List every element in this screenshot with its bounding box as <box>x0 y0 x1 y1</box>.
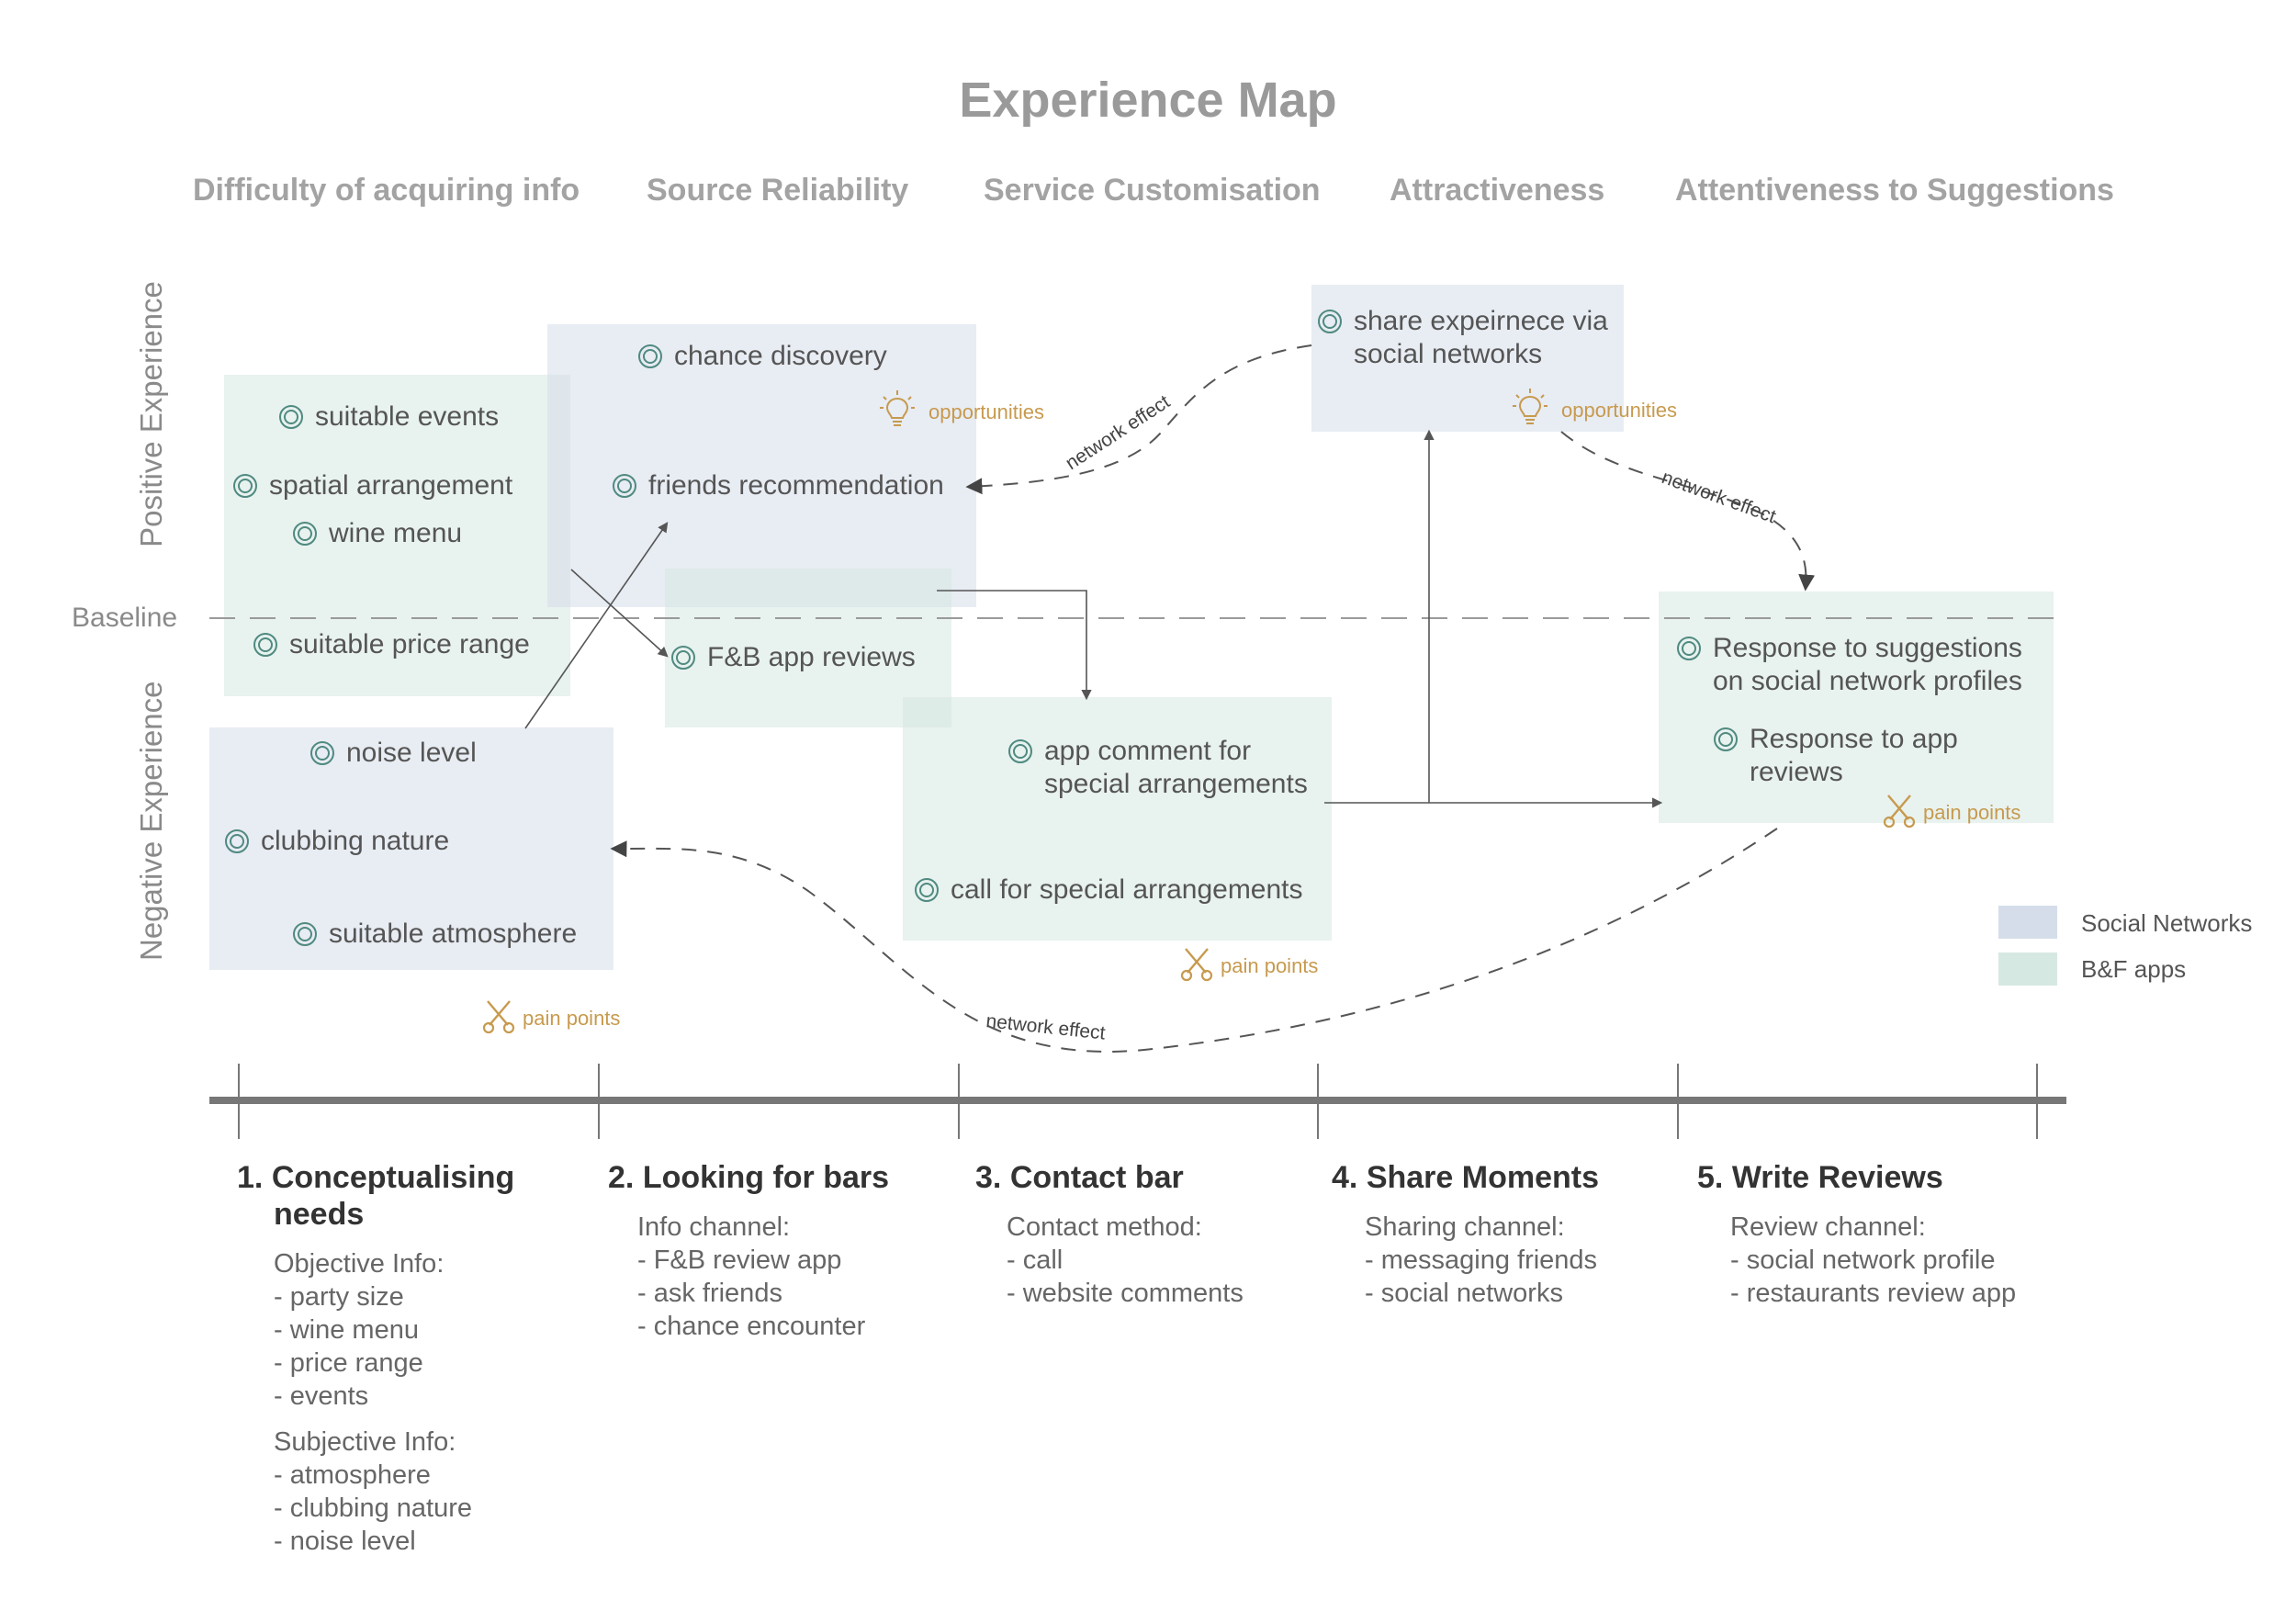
dimension-service-customisation: Service Customisation <box>984 173 1321 208</box>
legend-label-bf: B&F apps <box>2081 955 2187 983</box>
item-response-social: Response to suggestions on social networ… <box>1676 632 2022 698</box>
pain-points-note-2: pain points <box>1180 948 1318 982</box>
lightbulb-icon <box>1513 389 1548 424</box>
legend-label-social: Social Networks <box>2081 909 2253 937</box>
network-effect-curve-review-to-negative <box>610 828 1778 1053</box>
stage-4-body: Sharing channel: - messaging friends - s… <box>1365 1212 1598 1308</box>
dimension-attentiveness: Attentiveness to Suggestions <box>1675 173 2114 208</box>
item-noise-level: noise level <box>310 737 477 770</box>
stage-5-title: 5. Write Reviews <box>1697 1160 1943 1195</box>
box-conceptualising-positive <box>224 375 570 696</box>
target-icon <box>1677 637 1701 660</box>
target-icon <box>1318 310 1342 333</box>
item-friends-recommendation: friends recommendation <box>612 469 944 502</box>
legend-swatch-social <box>1998 906 2057 939</box>
item-chance-discovery: chance discovery <box>637 340 887 373</box>
stage-4: 4. Share Moments Sharing channel: - mess… <box>1332 1159 1599 1310</box>
stage-2: 2. Looking for bars Info channel: - F&B … <box>608 1159 889 1343</box>
target-icon <box>1714 727 1738 751</box>
stage-2-title: 2. Looking for bars <box>608 1160 890 1195</box>
lightbulb-icon <box>880 390 915 426</box>
box-source-social <box>547 324 976 607</box>
dimension-difficulty: Difficulty of acquiring info <box>193 173 580 208</box>
stage-3: 3. Contact bar Contact method: - call - … <box>975 1159 1244 1310</box>
target-icon <box>293 522 317 546</box>
dimension-source-reliability: Source Reliability <box>647 173 909 208</box>
scissors-icon <box>1180 948 1213 982</box>
pain-points-note-1: pain points <box>482 1000 620 1034</box>
item-share-experience: share expeirnece via social networks <box>1317 305 1608 371</box>
item-app-comment: app comment for special arrangements <box>1007 735 1308 801</box>
item-fb-app-reviews: F&B app reviews <box>670 641 916 674</box>
item-suitable-events: suitable events <box>278 400 499 434</box>
scissors-icon <box>1883 795 1916 828</box>
target-icon <box>225 829 249 853</box>
stage-5: 5. Write Reviews Review channel: - socia… <box>1697 1159 2016 1310</box>
stage-1-title: 1. Conceptualising needs <box>237 1160 515 1232</box>
arrow-source-to-contact <box>937 590 1092 701</box>
arrow-noise-to-friends <box>524 522 669 729</box>
item-call-special-arrangements: call for special arrangements <box>914 873 1303 907</box>
opportunities-note-1: opportunities <box>879 390 1044 428</box>
item-spatial-arrangement: spatial arrangement <box>232 469 512 502</box>
target-icon <box>253 633 277 657</box>
stage-2-body: Info channel: - F&B review app - ask fri… <box>637 1212 866 1341</box>
item-response-app: Response to app reviews <box>1713 723 1958 789</box>
baseline-label: Baseline <box>72 603 178 633</box>
stage-3-body: Contact method: - call - website comment… <box>1007 1212 1244 1308</box>
item-suitable-atmosphere: suitable atmosphere <box>292 918 577 951</box>
box-review <box>1659 592 2054 823</box>
pain-points-note-3: pain points <box>1883 795 2020 828</box>
target-icon <box>671 646 695 670</box>
stage-1: 1. Conceptualising needs Objective Info:… <box>237 1159 514 1558</box>
scissors-icon <box>482 1000 515 1034</box>
opportunities-note-2: opportunities <box>1512 389 1677 426</box>
target-icon <box>233 474 257 498</box>
box-contact <box>903 697 1332 941</box>
target-icon <box>613 474 636 498</box>
network-effect-curve-share-to-review <box>1560 431 1816 592</box>
dimension-attractiveness: Attractiveness <box>1390 173 1605 208</box>
item-clubbing-nature: clubbing nature <box>224 825 449 858</box>
legend-swatch-bf <box>1998 952 2057 986</box>
box-share <box>1311 285 1624 432</box>
page-title: Experience Map <box>959 73 1337 128</box>
item-suitable-price-range: suitable price range <box>253 628 530 661</box>
box-conceptualising-negative <box>209 727 613 970</box>
stage-3-title: 3. Contact bar <box>975 1160 1184 1195</box>
stage-4-title: 4. Share Moments <box>1332 1160 1599 1195</box>
item-wine-menu: wine menu <box>292 517 462 550</box>
stage-1-body: Objective Info: - party size - wine menu… <box>274 1249 473 1556</box>
target-icon <box>293 922 317 946</box>
target-icon <box>638 344 662 368</box>
network-effect-label-3: network effect <box>985 1010 1106 1044</box>
arrow-events-to-fb <box>570 569 669 658</box>
stage-5-body: Review channel: - social network profile… <box>1730 1212 2017 1308</box>
network-effect-label-2: network effect <box>1659 467 1779 527</box>
target-icon <box>1008 739 1032 763</box>
target-icon <box>915 878 939 902</box>
target-icon <box>279 405 303 429</box>
target-icon <box>310 741 334 765</box>
